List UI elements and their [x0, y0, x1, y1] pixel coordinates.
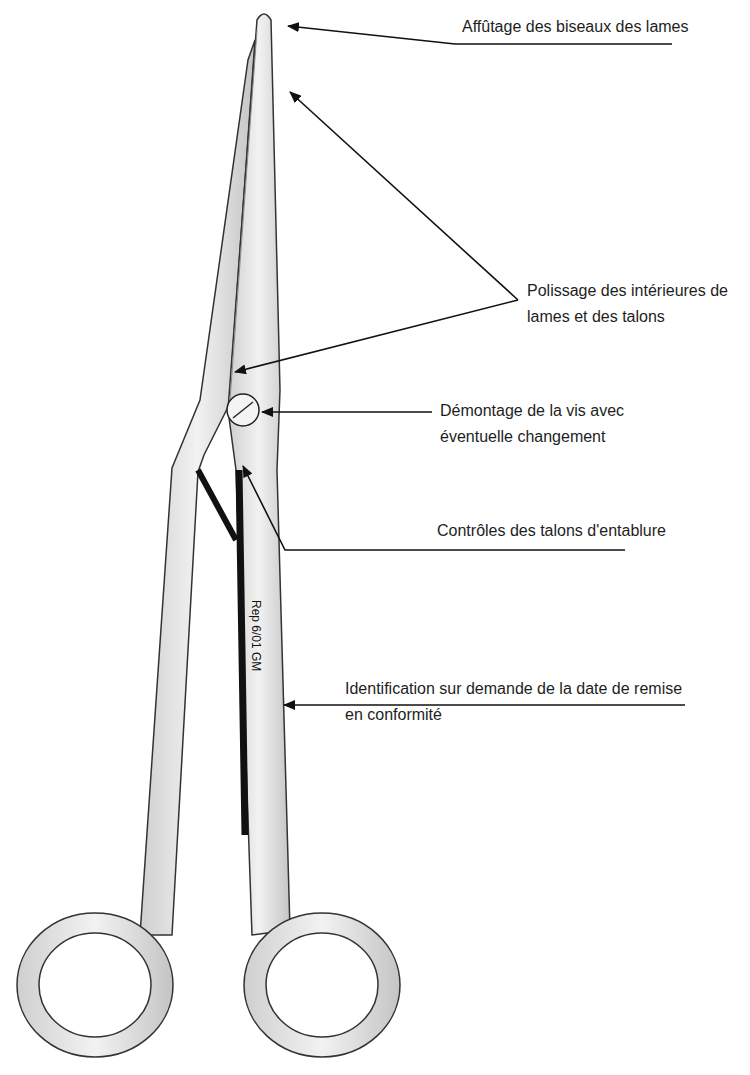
callout-label: Polissage des intérieures de lames et de… [527, 278, 739, 330]
dark-edge [198, 470, 236, 540]
screw-slot [233, 402, 253, 418]
callout-label: Identification sur demande de la date de… [345, 676, 690, 728]
callout-label: Contrôles des talons d'entablure [437, 518, 737, 544]
left-ring [17, 913, 173, 1057]
left-arm [140, 40, 255, 935]
blade-edge [230, 30, 257, 400]
dark-edge [239, 470, 245, 835]
callout-label: Démontage de la vis avec éventuelle chan… [440, 398, 655, 450]
right-arm [228, 14, 290, 935]
screw [227, 394, 259, 426]
right-ring [244, 913, 400, 1057]
engraving-text: Rep 6/01 GM [249, 600, 263, 671]
leader-lines [235, 26, 685, 705]
callout-label: Affûtage des biseaux des lames [462, 14, 732, 40]
